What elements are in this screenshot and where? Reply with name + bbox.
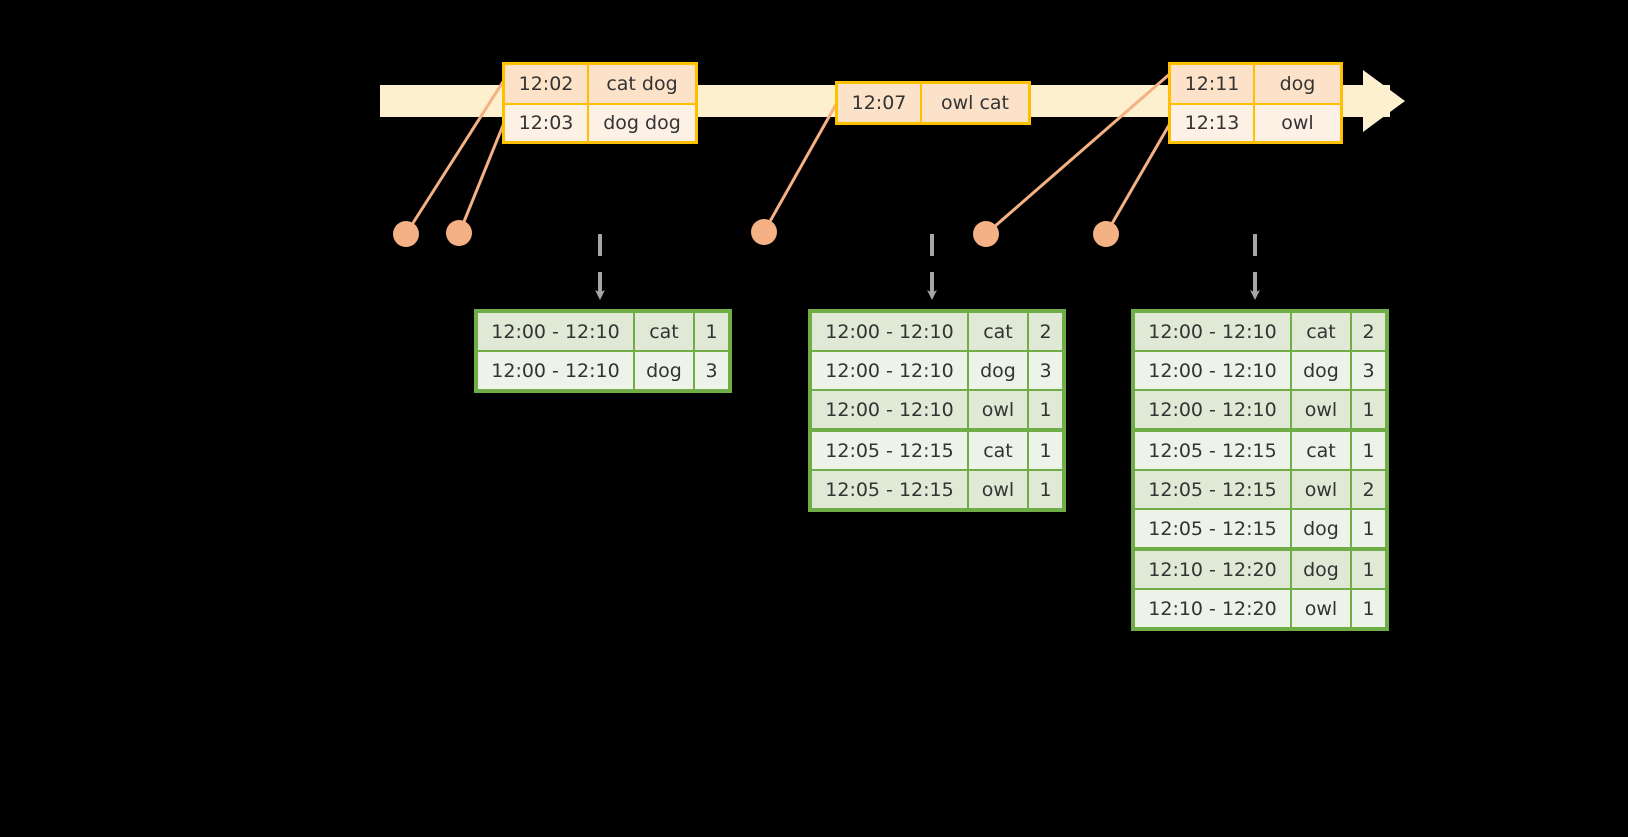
connector-2	[457, 117, 508, 235]
count-cell: 1	[1352, 510, 1385, 547]
window-cell: 12:00 - 12:10	[1135, 313, 1290, 350]
key-cell: cat	[969, 313, 1027, 350]
connector-5	[1104, 119, 1174, 235]
window-cell: 12:05 - 12:15	[812, 432, 967, 469]
window-cell: 12:00 - 12:10	[1135, 352, 1290, 389]
event-dot-1[interactable]	[393, 221, 419, 247]
count-cell: 3	[1029, 352, 1062, 389]
window-cell: 12:00 - 12:10	[812, 391, 967, 428]
event-time: 12:02	[505, 65, 589, 103]
key-cell: owl	[969, 391, 1027, 428]
count-cell: 1	[1352, 551, 1385, 588]
window-cell: 12:00 - 12:10	[1135, 391, 1290, 428]
count-cell: 2	[1352, 313, 1385, 350]
window-cell: 12:05 - 12:15	[1135, 471, 1290, 508]
event-dots	[393, 219, 1119, 247]
event-time: 12:11	[1171, 65, 1255, 103]
count-cell: 1	[1029, 471, 1062, 508]
window-cell: 12:00 - 12:10	[812, 352, 967, 389]
window-cell: 12:00 - 12:10	[478, 352, 633, 389]
key-cell: cat	[969, 432, 1027, 469]
count-cell: 1	[1029, 432, 1062, 469]
window-cell: 12:00 - 12:10	[812, 313, 967, 350]
count-cell: 1	[1352, 590, 1385, 627]
timeline-arrowhead-icon	[1363, 70, 1405, 132]
window-cell: 12:05 - 12:15	[1135, 432, 1290, 469]
event-time: 12:07	[838, 84, 922, 122]
event-time: 12:03	[505, 105, 589, 141]
event-dot-3[interactable]	[751, 219, 777, 245]
key-cell: dog	[1292, 551, 1350, 588]
event-dot-4[interactable]	[973, 221, 999, 247]
count-cell: 1	[1352, 432, 1385, 469]
count-cell: 2	[1029, 313, 1062, 350]
key-cell: dog	[1292, 352, 1350, 389]
key-cell: owl	[969, 471, 1027, 508]
count-cell: 3	[695, 352, 728, 389]
window-cell: 12:05 - 12:15	[812, 471, 967, 508]
event-time: 12:13	[1171, 105, 1255, 141]
event-value: cat dog	[589, 65, 695, 103]
window-cell: 12:10 - 12:20	[1135, 590, 1290, 627]
count-cell: 2	[1352, 471, 1385, 508]
key-cell: cat	[635, 313, 693, 350]
window-cell: 12:00 - 12:10	[478, 313, 633, 350]
count-cell: 1	[695, 313, 728, 350]
key-cell: cat	[1292, 432, 1350, 469]
event-dot-5[interactable]	[1093, 221, 1119, 247]
event-value: owl	[1255, 105, 1340, 141]
key-cell: dog	[969, 352, 1027, 389]
event-value: dog dog	[589, 105, 695, 141]
window-cell: 12:05 - 12:15	[1135, 510, 1290, 547]
count-cell: 3	[1352, 352, 1385, 389]
event-value: dog	[1255, 65, 1340, 103]
count-cell: 1	[1352, 391, 1385, 428]
key-cell: dog	[1292, 510, 1350, 547]
down-arrows	[595, 234, 1260, 300]
event-dot-2[interactable]	[446, 220, 472, 246]
window-cell: 12:10 - 12:20	[1135, 551, 1290, 588]
key-cell: owl	[1292, 391, 1350, 428]
key-cell: dog	[635, 352, 693, 389]
event-value: owl cat	[922, 84, 1028, 122]
count-cell: 1	[1029, 391, 1062, 428]
key-cell: owl	[1292, 590, 1350, 627]
key-cell: cat	[1292, 313, 1350, 350]
key-cell: owl	[1292, 471, 1350, 508]
